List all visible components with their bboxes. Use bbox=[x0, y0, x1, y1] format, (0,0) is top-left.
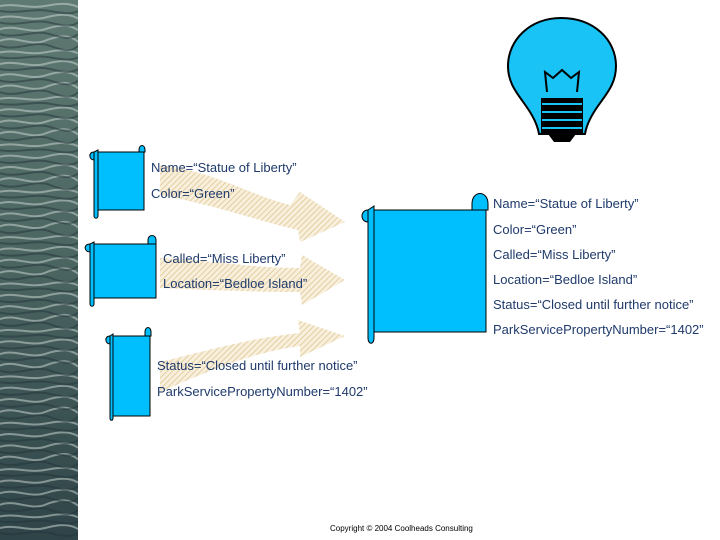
arrow-icon bbox=[160, 255, 345, 305]
merged-line-2: Color=“Green” bbox=[493, 222, 577, 237]
lightbulb-icon bbox=[506, 16, 618, 142]
merged-line-3: Called=“Miss Liberty” bbox=[493, 247, 616, 262]
water-background bbox=[0, 0, 78, 540]
merged-line-1: Name=“Statue of Liberty” bbox=[493, 196, 639, 211]
arrow-icon bbox=[160, 320, 345, 392]
scroll-icon bbox=[89, 145, 146, 219]
source-1-line-1: Name=“Statue of Liberty” bbox=[151, 160, 297, 175]
scroll-icon bbox=[84, 235, 157, 307]
scroll-icon bbox=[361, 193, 489, 344]
merged-line-6: ParkServicePropertyNumber=“1402” bbox=[493, 322, 704, 337]
arrow-icon bbox=[160, 165, 345, 242]
source-1-line-2: Color=“Green” bbox=[151, 186, 235, 201]
source-2-line-1: Called=“Miss Liberty” bbox=[163, 251, 286, 266]
copyright-footer: Copyright © 2004 Coolheads Consulting bbox=[330, 524, 473, 533]
source-2-line-2: Location=“Bedloe Island” bbox=[163, 276, 308, 291]
source-3-line-1: Status=“Closed until further notice” bbox=[157, 358, 358, 373]
merged-line-5: Status=“Closed until further notice” bbox=[493, 297, 694, 312]
merged-line-4: Location=“Bedloe Island” bbox=[493, 272, 638, 287]
scroll-icon bbox=[105, 327, 152, 421]
source-3-line-2: ParkServicePropertyNumber=“1402” bbox=[157, 384, 368, 399]
